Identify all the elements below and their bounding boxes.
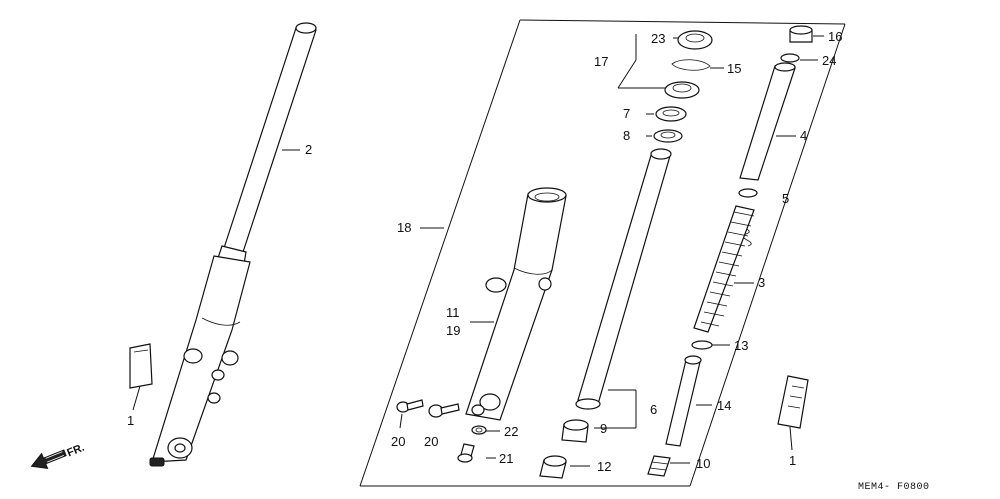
washer-22 bbox=[471, 425, 487, 435]
assembled-fork-leg bbox=[149, 22, 317, 467]
callout-10: 10 bbox=[696, 456, 710, 471]
callout-11: 11 bbox=[446, 305, 460, 320]
fork-guard-pad-right bbox=[777, 375, 809, 429]
spring-seat-5 bbox=[738, 188, 758, 198]
callout-18: 18 bbox=[397, 220, 411, 235]
callout-24: 24 bbox=[822, 53, 836, 68]
callout-8: 8 bbox=[623, 128, 630, 143]
callout-4: 4 bbox=[800, 128, 807, 143]
callout-2: 2 bbox=[305, 142, 312, 157]
callout-6: 6 bbox=[650, 402, 657, 417]
bolt-21 bbox=[457, 443, 475, 463]
bolt-20-b bbox=[428, 403, 460, 418]
callout-1-right: 1 bbox=[789, 453, 796, 468]
callout-labels: 1 2 3 4 5 6 7 8 9 10 11 12 13 14 15 16 1… bbox=[127, 29, 842, 474]
oil-seal bbox=[664, 81, 700, 99]
callout-12: 12 bbox=[597, 459, 611, 474]
oil-lock-piece-12 bbox=[539, 455, 567, 479]
slider-bush-8 bbox=[653, 129, 683, 143]
fork-guard-pad-left bbox=[129, 343, 153, 389]
callout-7: 7 bbox=[623, 106, 630, 121]
callout-15: 15 bbox=[727, 61, 741, 76]
callout-14: 14 bbox=[717, 398, 731, 413]
callout-3: 3 bbox=[758, 275, 765, 290]
guide-bush-9 bbox=[561, 419, 589, 443]
callout-19: 19 bbox=[446, 323, 460, 338]
leader-lines bbox=[132, 34, 824, 467]
callout-9: 9 bbox=[600, 421, 607, 436]
front-direction-arrow: FR. bbox=[30, 442, 86, 470]
catalog-code: MEM4- F0800 bbox=[858, 482, 930, 493]
callout-20-a: 20 bbox=[391, 434, 405, 449]
callout-1-left: 1 bbox=[127, 413, 134, 428]
spring-collar-4 bbox=[739, 62, 796, 181]
fork-spring-3 bbox=[693, 205, 755, 333]
callout-23: 23 bbox=[651, 31, 665, 46]
fork-pipe bbox=[575, 148, 672, 410]
callout-20-b: 20 bbox=[424, 434, 438, 449]
piston-ring-13 bbox=[691, 340, 713, 350]
rebound-spring-10 bbox=[647, 455, 671, 477]
fork-piston-14 bbox=[665, 355, 702, 447]
dust-seal-23 bbox=[677, 30, 713, 50]
callout-22: 22 bbox=[504, 424, 518, 439]
bolt-20-a bbox=[396, 399, 424, 413]
o-ring-24 bbox=[780, 53, 800, 63]
callout-21: 21 bbox=[499, 451, 513, 466]
fork-slider bbox=[465, 187, 567, 421]
fr-label: FR. bbox=[65, 442, 86, 460]
callout-17: 17 bbox=[594, 54, 608, 69]
clip-15 bbox=[671, 59, 711, 71]
callout-16: 16 bbox=[828, 29, 842, 44]
assembly-boundary bbox=[359, 19, 846, 487]
callout-5: 5 bbox=[782, 191, 789, 206]
callout-13: 13 bbox=[734, 338, 748, 353]
fork-cap-bolt-16 bbox=[789, 25, 813, 43]
back-up-ring-7 bbox=[655, 106, 687, 122]
